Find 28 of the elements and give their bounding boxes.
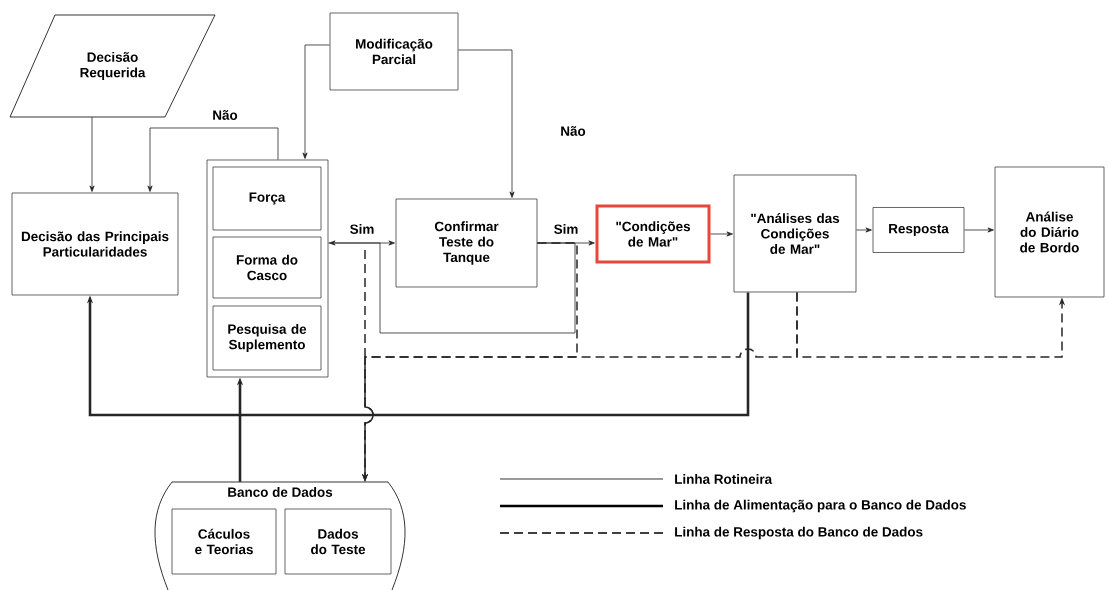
highlighted-box: "Condições de Mar" (595, 204, 711, 264)
note-label: Não (561, 126, 586, 136)
edge-label: Sim (552, 223, 580, 235)
process-box: Força (212, 166, 322, 231)
edge-label: Sim (348, 223, 376, 235)
legend-label: Linha de Resposta do Banco de Dados (675, 526, 923, 540)
process-box: Cáculos e Teorias (171, 508, 277, 575)
process-box: Resposta (872, 207, 965, 253)
process-box: Decisão das Principais Particularidades (11, 192, 179, 296)
arrow (856, 227, 872, 233)
arrow (710, 231, 733, 237)
arrow (458, 49, 515, 198)
arrow (964, 227, 994, 233)
legend-label: Linha de Alimentação para o Banco de Dados (675, 499, 966, 513)
process-box: Forma do Casco (212, 236, 322, 299)
process-box: Confirmar Teste do Tanque (395, 198, 538, 288)
process-box: Análise do Diário de Bordo (994, 166, 1105, 298)
arrow (89, 116, 95, 192)
legend-label: Linha Rotineira (675, 474, 773, 484)
process-box: Pesquisa de Suplemento (212, 305, 322, 371)
process-box: Modificação Parcial (329, 12, 459, 91)
process-box: Dados do Teste (284, 508, 392, 575)
arrow (147, 127, 279, 192)
process-group-box (206, 159, 329, 378)
arrow (302, 44, 330, 159)
arrow (329, 240, 395, 246)
process-box: "Análises das Condições de Mar" (733, 174, 857, 293)
arrow (86, 292, 750, 417)
